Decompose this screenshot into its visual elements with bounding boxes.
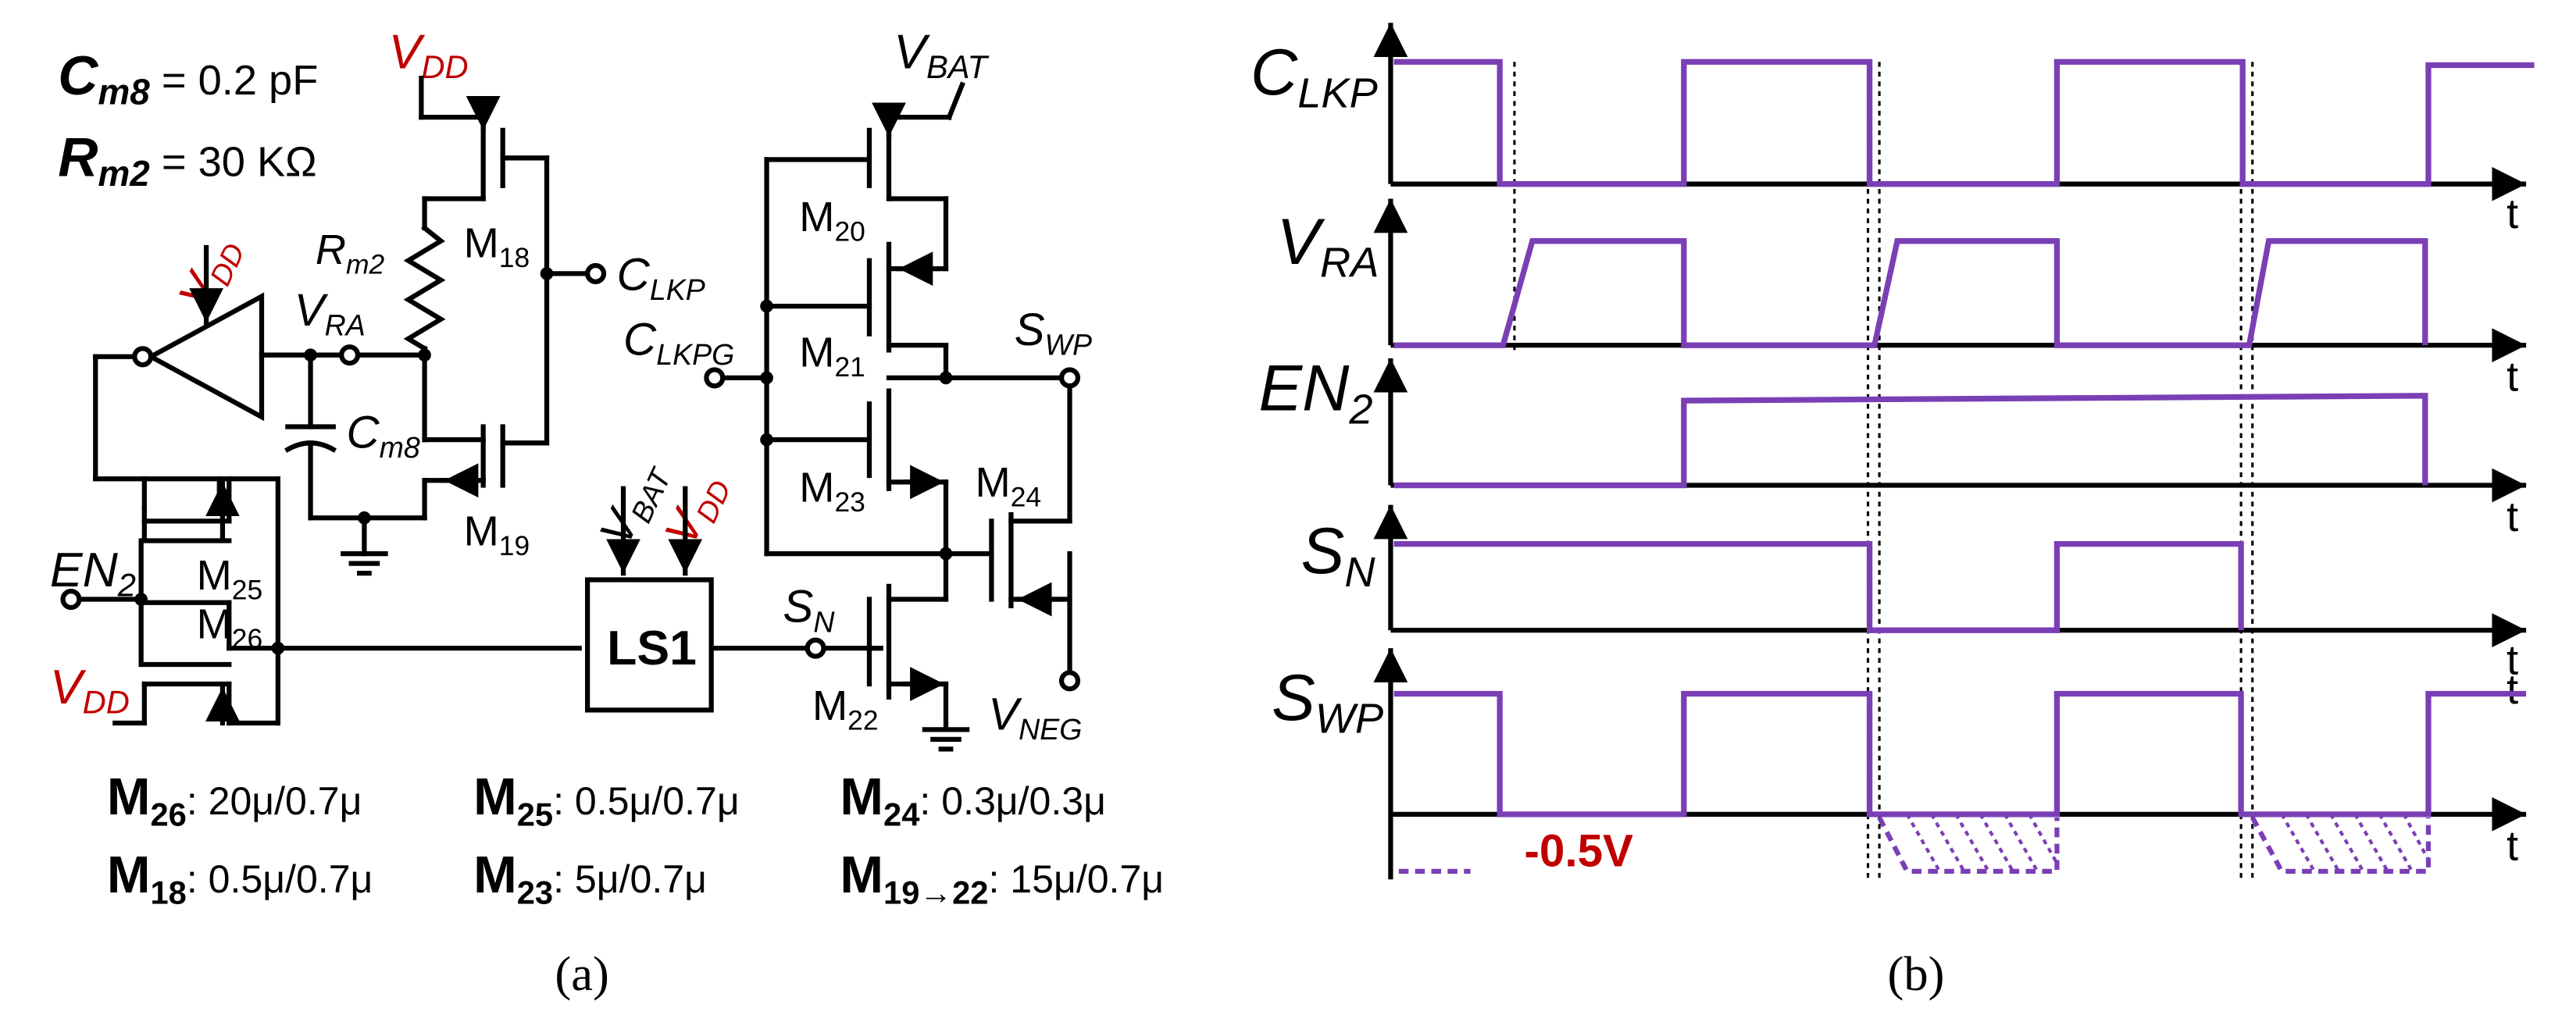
size-m19-22: M19→22: 15μ/0.7μ	[840, 846, 1164, 911]
vdd-amp-label: VDD	[169, 228, 251, 318]
vbat-top-label: VBAT	[894, 25, 989, 86]
resistor-rm2	[403, 224, 446, 352]
clkp-label: CLKP	[617, 249, 705, 306]
t-label-clkp: t	[2506, 191, 2518, 237]
row-label-clkp: CLKP	[1251, 35, 1378, 117]
m22-label: M22	[812, 682, 879, 736]
row-label-sn: SN	[1301, 514, 1376, 596]
waveform-en2	[1393, 393, 2428, 489]
clkpg-node	[704, 367, 726, 389]
device-sizes: M26: 20μ/0.7μ M25: 0.5μ/0.7μ M24: 0.3μ/0…	[107, 768, 1164, 911]
en2-label: EN2	[50, 543, 136, 604]
m20-label: M20	[799, 194, 865, 248]
component-values: Cm8 = 0.2 pF Rm2 = 30 KΩ	[58, 45, 318, 194]
size-m18: M18: 0.5μ/0.7μ	[107, 846, 373, 911]
transistor-m19	[422, 424, 550, 498]
waveform-sn	[1393, 540, 2244, 633]
m21-label: M21	[799, 329, 865, 383]
rm2-param-symbol: Rm2 = 30 KΩ	[58, 126, 316, 194]
cm8-param-symbol: Cm8 = 0.2 pF	[58, 45, 318, 112]
waveform-swp	[1393, 690, 2527, 818]
timing-diagram: CLKP VRA EN2 SN SWP t t t t t t	[1251, 23, 2535, 1001]
transistor-m24	[943, 511, 1072, 674]
transistor-m18	[422, 111, 550, 446]
swp-negative-region-2	[2250, 816, 2432, 874]
row-label-vra: VRA	[1276, 205, 1379, 287]
transistor-m23	[764, 375, 949, 500]
negative-voltage-annotation: -0.5V	[1524, 826, 1633, 877]
vbat-ls-label: VBAT	[590, 452, 678, 555]
buffer-amplifier	[145, 292, 265, 422]
transistor-m26	[141, 600, 232, 687]
transistor-m21	[764, 241, 949, 381]
m18-label: M18	[464, 220, 530, 274]
cm8-label: Cm8	[346, 408, 419, 465]
ground-symbol-m19	[341, 551, 388, 576]
m25-label: M25	[197, 552, 263, 606]
row-label-en2: EN2	[1258, 351, 1372, 433]
ls1-label: LS1	[607, 621, 697, 675]
vneg-node	[1058, 670, 1081, 692]
circuit-schematic: Cm8 = 0.2 pF Rm2 = 30 KΩ VDD M18 CLKP	[50, 25, 1164, 1002]
vdd-top-label: VDD	[389, 25, 469, 86]
transistor-m20	[764, 111, 949, 272]
waveform-vra	[1393, 238, 2428, 348]
rm2-label: Rm2	[316, 226, 385, 280]
size-m26: M26: 20μ/0.7μ	[107, 768, 362, 833]
transistor-m25	[141, 476, 232, 543]
m23-label: M23	[799, 464, 865, 518]
swp-label: SWP	[1015, 305, 1092, 362]
m19-label: M19	[464, 508, 530, 562]
en2-node	[60, 588, 82, 611]
swp-negative-region-1	[1877, 816, 2060, 874]
sn-label: SN	[783, 582, 835, 639]
clkp-node	[585, 262, 607, 284]
m24-label: M24	[976, 459, 1042, 513]
vneg-label: VNEG	[988, 689, 1082, 746]
clkpg-label: CLKPG	[623, 315, 734, 372]
ground-symbol-m22	[922, 727, 970, 752]
waveform-clkp	[1393, 59, 2535, 187]
level-shifter-ls1	[585, 577, 714, 713]
t-label-sn: t	[2506, 636, 2518, 683]
caption-a: (a)	[555, 946, 608, 1001]
size-m23: M23: 5μ/0.7μ	[473, 846, 707, 911]
vra-label: VRA	[294, 285, 366, 342]
row-label-swp: SWP	[1272, 661, 1383, 743]
size-m24: M24: 0.3μ/0.3μ	[840, 768, 1106, 833]
vdd-bottom-label: VDD	[50, 660, 130, 721]
t-label-vra: t	[2506, 354, 2518, 401]
m26-label: M26	[197, 601, 263, 655]
size-m25: M25: 0.5μ/0.7μ	[473, 768, 740, 833]
t-label-en2: t	[2506, 493, 2518, 540]
transistor-m22	[866, 583, 949, 701]
caption-b: (b)	[1888, 946, 1945, 1001]
t-label-swp: t	[2506, 822, 2518, 869]
t-label-swp-top: t	[2506, 666, 2518, 713]
